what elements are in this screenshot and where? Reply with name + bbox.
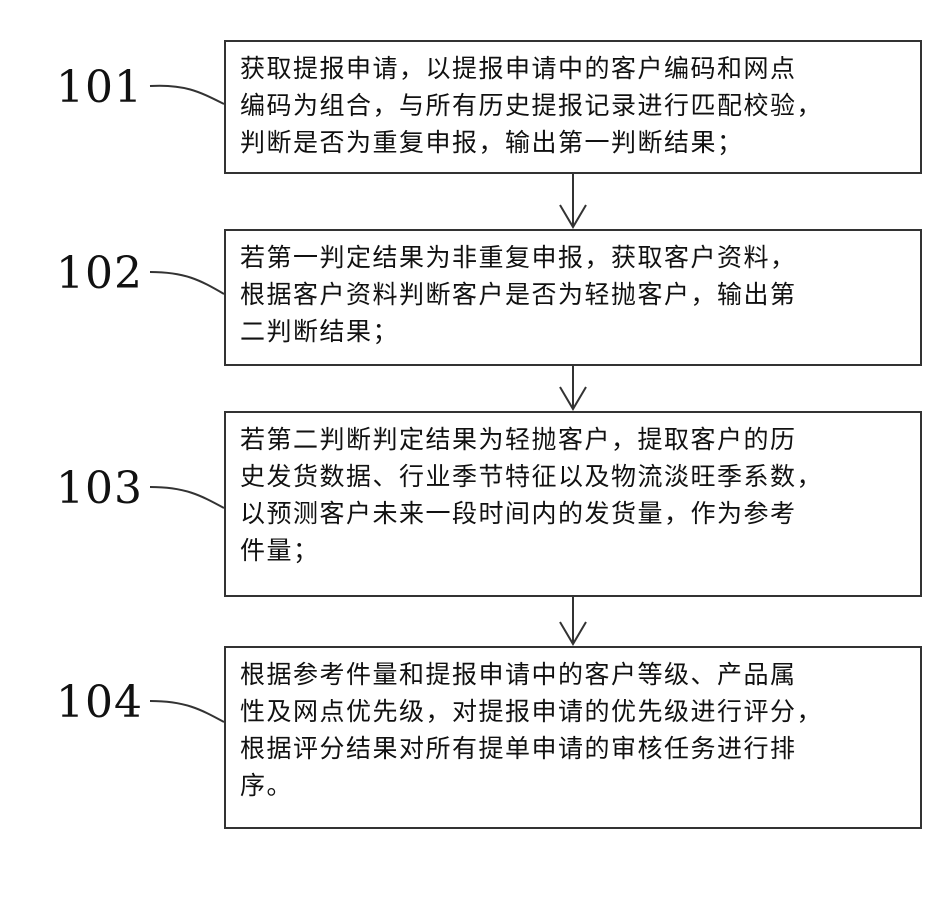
step-number-104: 104 [56,681,143,725]
arrow-101-102 [560,174,586,227]
leader-line-101 [150,86,224,104]
leader-line-104 [150,701,224,722]
step-box-101: 获取提报申请，以提报申请中的客户编码和网点 编码为组合，与所有历史提报记录进行匹… [224,40,922,174]
leader-line-103 [150,487,224,508]
step-box-103: 若第二判断判定结果为轻抛客户，提取客户的历 史发货数据、行业季节特征以及物流淡旺… [224,411,922,597]
step-number-103: 103 [56,467,143,511]
step-number-101: 101 [56,66,143,110]
arrow-103-104 [560,597,586,644]
step-box-102: 若第一判定结果为非重复申报，获取客户资料， 根据客户资料判断客户是否为轻抛客户，… [224,229,922,366]
step-number-102: 102 [56,252,143,296]
step-box-104: 根据参考件量和提报申请中的客户等级、产品属 性及网点优先级，对提报申请的优先级进… [224,646,922,829]
arrow-102-103 [560,366,586,409]
leader-line-102 [150,272,224,294]
